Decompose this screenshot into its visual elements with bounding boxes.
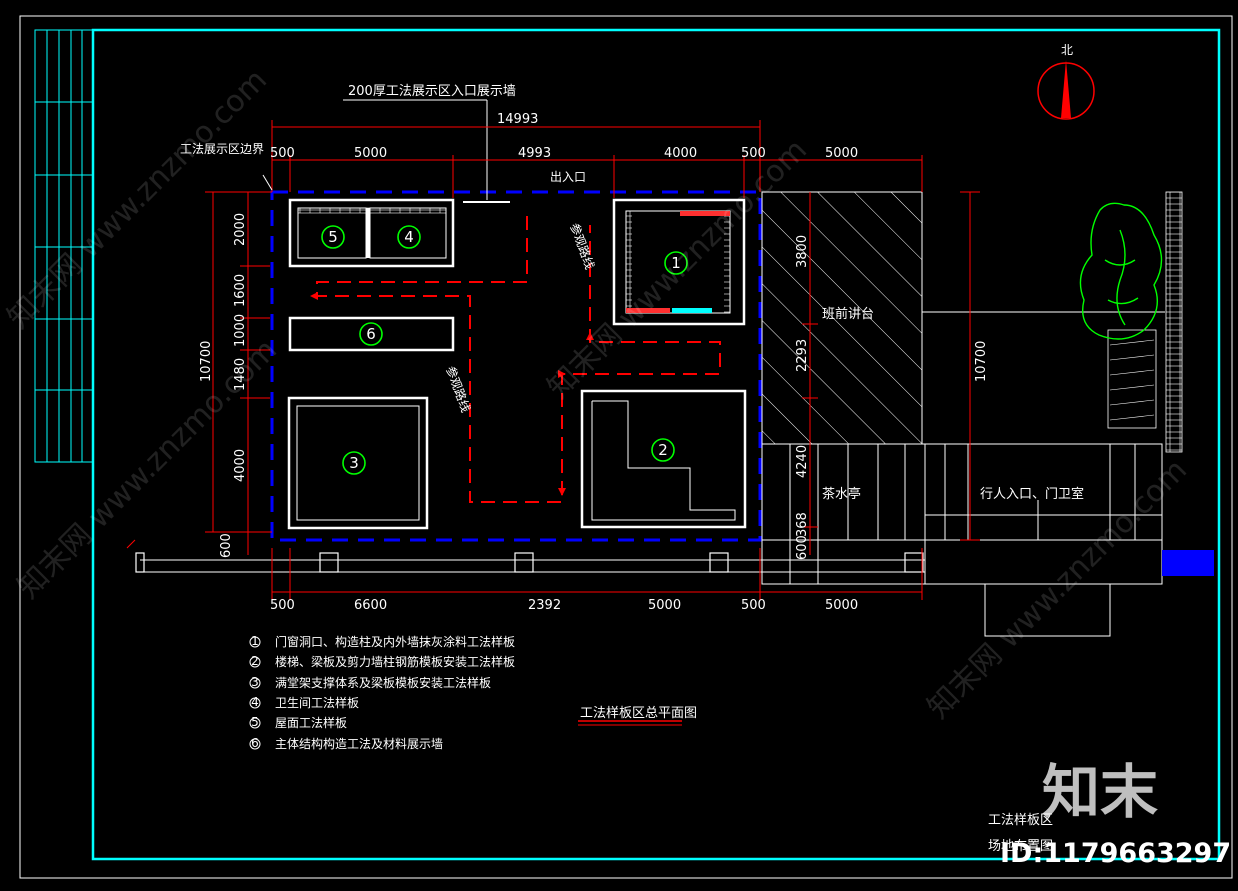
dim-left-4: 1480 [233,358,248,391]
boundary-label: 工法展示区边界 [180,142,264,156]
legend-item-3: 满堂架支撑体系及梁板模板安装工法样板 [275,675,491,690]
legend-marker-2: 2 [251,654,259,668]
route-label-1: 参观路线 [567,221,598,271]
dim-bottom-2: 6600 [354,598,387,613]
sheet-title-2: 场地布置图 [988,839,1053,854]
dim-top-3: 4993 [518,146,551,161]
gate-label: 行人入口、门卫室 [980,486,1084,502]
dimension-lines [126,120,980,600]
dim-right-total: 10700 [974,341,989,382]
dim-top-1: 500 [270,146,295,161]
tour-route [316,216,721,503]
legend-marker-1: 1 [251,634,259,648]
dim-bottom-1: 500 [270,598,295,613]
tea-label: 茶水亭 [822,486,861,502]
columns [135,552,924,573]
legend: 1 2 3 4 5 6 门窗洞口、构造柱及内外墙抹灰涂料工法样板 楼梯、梁板及剪… [249,634,515,751]
legend-item-5: 屋面工法样板 [275,715,347,730]
north-label: 北 [1061,43,1073,57]
dim-top-2: 5000 [354,146,387,161]
dim-mid-5: 600 [795,535,810,560]
route-arrows [310,292,594,496]
zone-marker-1: 1 [671,254,681,272]
route-label-2: 参观路线 [443,364,474,414]
legend-item-6: 主体结构构造工法及材料展示墙 [275,736,443,751]
zone-marker-5: 5 [328,228,338,246]
zone-6-box [288,316,455,352]
display-zone-boundary [270,190,762,542]
dim-top-6: 5000 [825,146,858,161]
dim-bottom-5: 500 [741,598,766,613]
legend-item-2: 楼梯、梁板及剪力墙柱钢筋模板安装工法样板 [275,654,515,669]
title-block-strip [34,29,94,463]
zone-1-box [612,198,746,326]
outer-frame [19,15,1233,879]
planter [1107,329,1157,429]
zone-markers [321,225,688,475]
legend-item-1: 门窗洞口、构造柱及内外墙抹灰涂料工法样板 [275,634,515,649]
id-label: ID:1179663297 [1000,838,1231,869]
tree-icon [1079,202,1163,340]
dim-top-5: 500 [741,146,766,161]
dim-left-2: 1600 [233,274,248,307]
legend-marker-4: 4 [251,695,259,709]
zone-marker-3: 3 [349,454,359,472]
dim-top-4: 4000 [664,146,697,161]
legend-marker-3: 3 [251,675,259,689]
zone-5-4-box [288,198,455,268]
blue-block [1162,550,1214,576]
podium-label: 班前讲台 [822,306,874,322]
dim-left-1: 2000 [233,213,248,246]
legend-marker-5: 5 [251,715,259,729]
dim-bottom-6: 5000 [825,598,858,613]
zone-2-box [580,389,747,529]
planter-hatch [1109,339,1155,421]
dim-mid-2: 2293 [795,339,810,372]
zone-marker-4: 4 [404,228,414,246]
zone-3-box [287,396,429,530]
dim-mid-4: 368 [795,512,810,537]
dim-mid-3: 4240 [795,445,810,478]
plan-title: 工法样板区总平面图 [580,706,697,721]
zone-marker-6: 6 [366,325,376,343]
north-arrow-icon [1037,60,1095,120]
entrance-wall-title: 200厚工法展示区入口展示墙 [348,84,516,99]
dim-bottom-3: 2392 [528,598,561,613]
dim-left-3: 1000 [233,314,248,347]
wall-strip [1165,191,1183,453]
brand-logo: 知末 [1042,758,1158,826]
entrance-label: 出入口 [550,170,586,184]
dim-left-5: 4000 [233,449,248,482]
legend-item-4: 卫生间工法样板 [275,695,359,710]
sheet-title-1: 工法样板区 [988,813,1053,828]
dim-mid-1: 3800 [795,235,810,268]
dim-top-total: 14993 [497,112,538,127]
podium-area [761,191,923,445]
legend-marker-6: 6 [251,736,259,750]
dim-left-total: 10700 [199,341,214,382]
dim-left-6: 600 [219,533,234,558]
dim-bottom-4: 5000 [648,598,681,613]
zone-marker-2: 2 [658,441,668,459]
